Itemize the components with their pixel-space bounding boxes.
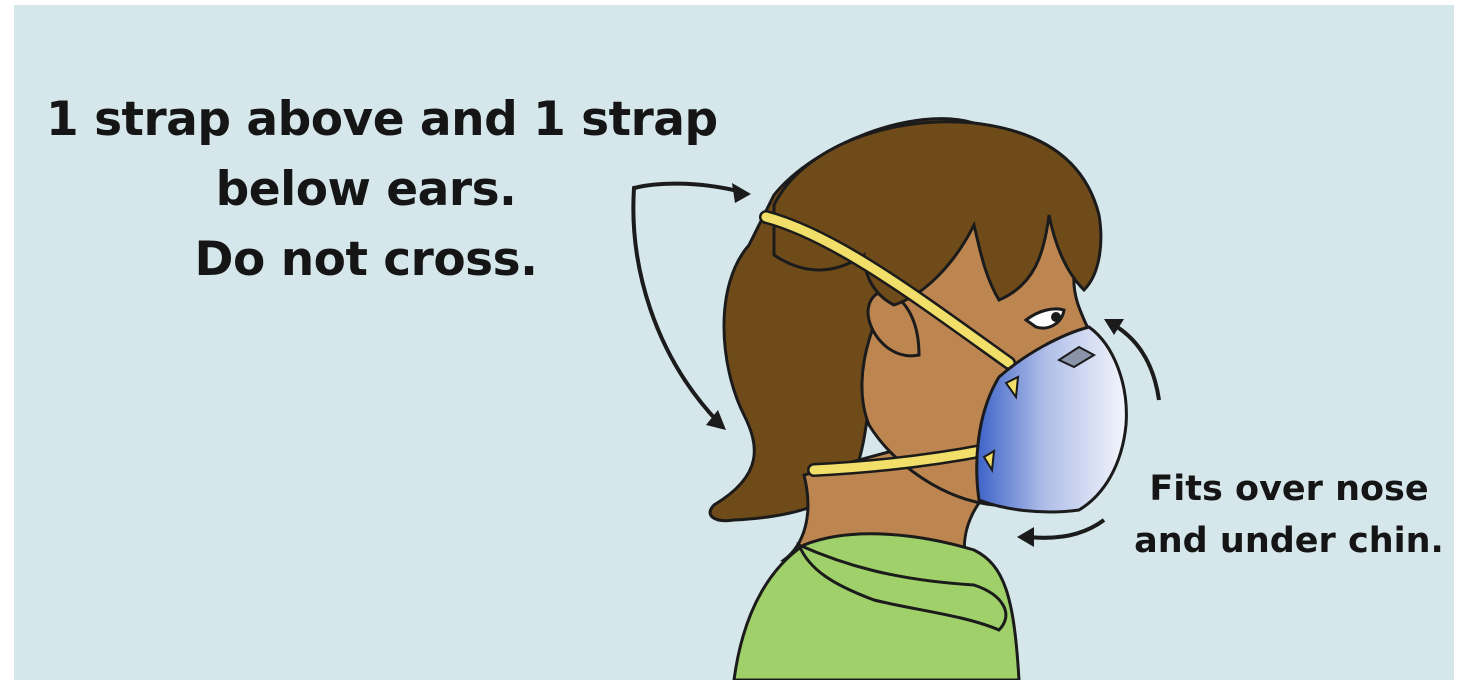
eye-pupil (1051, 312, 1061, 322)
strap-instruction-line-1: 1 strap above and 1 strap (46, 85, 686, 155)
strap-instruction-line-3: Do not cross. (46, 225, 686, 295)
illustration-panel: 1 strap above and 1 strap below ears. Do… (14, 5, 1454, 680)
nose-arrow-head (1104, 319, 1124, 335)
fit-instruction-line-2: and under chin. (1119, 515, 1454, 567)
fit-instruction-text: Fits over nose and under chin. (1119, 463, 1454, 567)
chin-arrow (1029, 520, 1104, 538)
strap-instruction-line-2: below ears. (46, 155, 686, 225)
fit-instruction-line-1: Fits over nose (1119, 463, 1454, 515)
chin-arrow-head (1017, 527, 1034, 547)
strap-instruction-text: 1 strap above and 1 strap below ears. Do… (46, 85, 686, 295)
strap-arrow-head-top (732, 183, 751, 203)
